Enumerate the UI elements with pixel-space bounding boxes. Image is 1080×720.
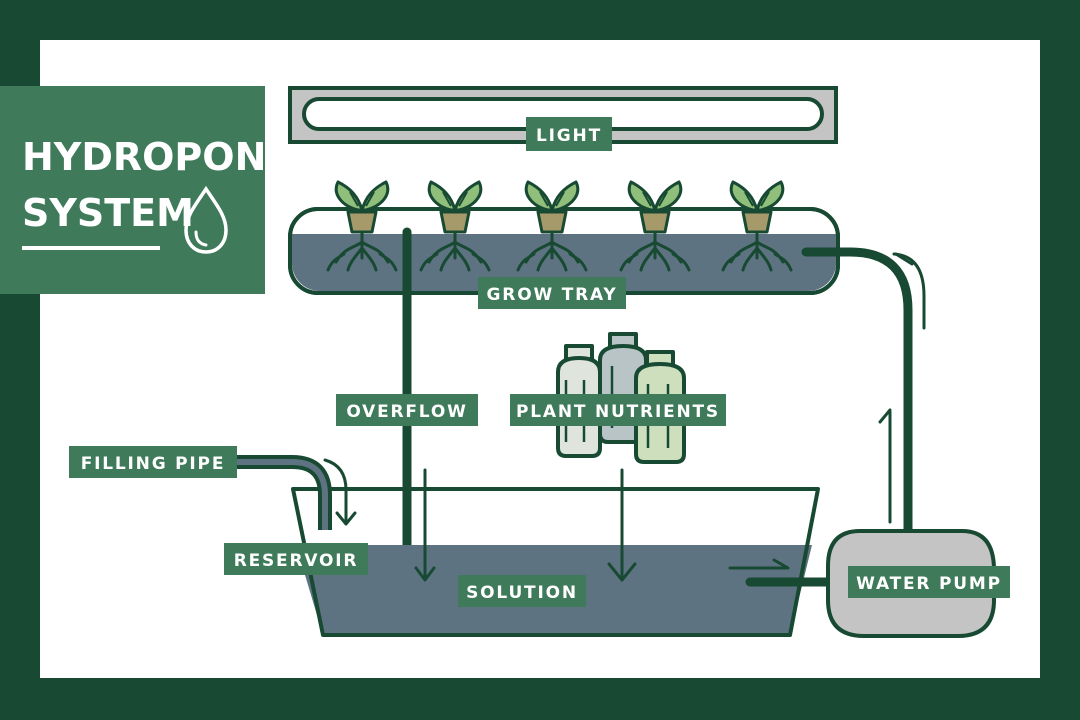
label-plant-nutrients: PLANT NUTRIENTS bbox=[510, 394, 726, 426]
title-line-2: SYSTEM bbox=[22, 191, 194, 235]
label-water-pump-text: WATER PUMP bbox=[856, 574, 1002, 594]
title-line-1: HYDROPONIC bbox=[22, 135, 308, 179]
label-light-text: LIGHT bbox=[536, 126, 602, 146]
flow-arrows bbox=[323, 252, 926, 582]
label-light: LIGHT bbox=[526, 117, 612, 151]
label-solution: SOLUTION bbox=[458, 575, 586, 607]
label-grow-tray-text: GROW TRAY bbox=[487, 285, 618, 305]
title-underline bbox=[22, 246, 160, 250]
arrow-icon bbox=[323, 458, 348, 524]
label-grow-tray: GROW TRAY bbox=[478, 277, 626, 309]
label-reservoir: RESERVOIR bbox=[224, 543, 368, 575]
water-drop-icon bbox=[184, 185, 228, 254]
label-filling-pipe: FILLING PIPE bbox=[69, 446, 237, 478]
title-panel: HYDROPONIC SYSTEM bbox=[0, 86, 308, 294]
label-filling-pipe-text: FILLING PIPE bbox=[81, 454, 226, 474]
label-overflow: OVERFLOW bbox=[336, 394, 478, 426]
label-solution-text: SOLUTION bbox=[466, 583, 578, 603]
label-plant-nutrients-text: PLANT NUTRIENTS bbox=[516, 402, 720, 422]
label-reservoir-text: RESERVOIR bbox=[234, 551, 359, 571]
label-water-pump: WATER PUMP bbox=[848, 566, 1010, 598]
pump-outlet-pipe bbox=[801, 247, 913, 537]
label-overflow-text: OVERFLOW bbox=[346, 402, 467, 422]
